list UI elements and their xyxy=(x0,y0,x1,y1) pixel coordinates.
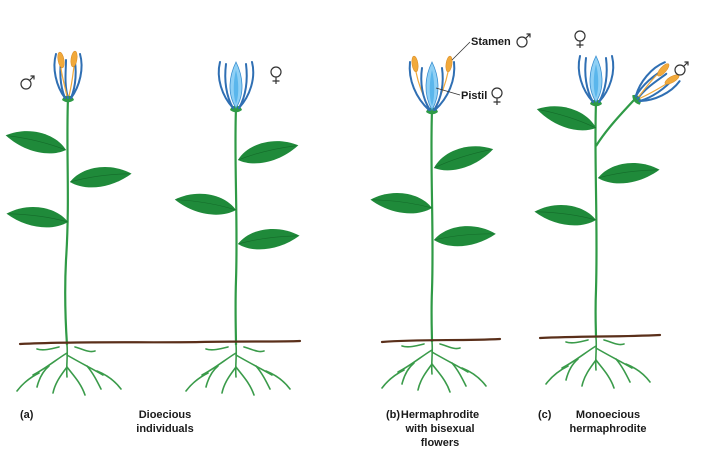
panel-a-tag: (a) xyxy=(20,409,34,421)
panel-b-tag: (b) xyxy=(386,409,400,421)
panel-a-caption-line2: individuals xyxy=(136,423,193,435)
panel-b-caption-line2: with bisexual xyxy=(404,423,474,435)
female-symbol-icon xyxy=(491,87,503,106)
leaf-icon xyxy=(5,204,70,230)
male-flower-icon xyxy=(624,57,685,114)
plant-a2-female xyxy=(173,61,301,346)
pistil-pointer xyxy=(435,87,461,96)
leaf-icon xyxy=(369,190,434,216)
pistil-label: Pistil xyxy=(461,90,487,102)
leaf-icon xyxy=(3,126,69,158)
bisexual-flower-icon xyxy=(408,54,456,116)
leaf-icon xyxy=(235,136,301,168)
panel-c-caption-line2: hermaphrodite xyxy=(569,423,646,435)
panel-c-tag: (c) xyxy=(538,409,552,421)
leaf-icon xyxy=(433,224,497,248)
panel-a xyxy=(3,49,302,396)
soil-line xyxy=(538,333,662,340)
soil-line xyxy=(18,339,302,346)
plant-a1-male xyxy=(3,49,133,346)
female-symbol-icon xyxy=(270,66,282,85)
female-symbol-icon xyxy=(574,30,586,49)
roots-icon xyxy=(185,344,291,396)
stamen-pointer xyxy=(451,41,471,61)
leaf-icon xyxy=(533,202,598,228)
panel-c xyxy=(533,30,689,389)
leaf-icon xyxy=(596,160,661,186)
side-branch xyxy=(595,99,635,147)
male-symbol-icon xyxy=(20,75,35,90)
panel-b-caption-line3: flowers xyxy=(421,437,460,449)
soil-line xyxy=(380,337,502,344)
leaf-icon xyxy=(236,226,301,252)
male-symbol-icon xyxy=(674,61,689,76)
panel-c-caption-line1: Monoecious xyxy=(576,409,640,421)
stamen-label: Stamen xyxy=(471,36,511,48)
female-flower-icon xyxy=(577,55,615,108)
male-symbol-icon xyxy=(516,33,531,48)
panel-b: Stamen Pistil xyxy=(369,33,531,393)
leaf-icon xyxy=(533,100,600,136)
roots-icon xyxy=(545,337,651,389)
panel-b-caption-line1: Hermaphrodite xyxy=(401,409,479,421)
leaf-icon xyxy=(68,164,133,190)
female-flower-icon xyxy=(217,61,255,114)
roots-icon xyxy=(16,344,122,396)
leaf-icon xyxy=(173,190,238,218)
leaf-icon xyxy=(430,140,497,176)
male-flower-icon xyxy=(53,49,83,104)
panel-a-caption-line1: Dioecious xyxy=(139,409,192,421)
roots-icon xyxy=(381,341,487,393)
